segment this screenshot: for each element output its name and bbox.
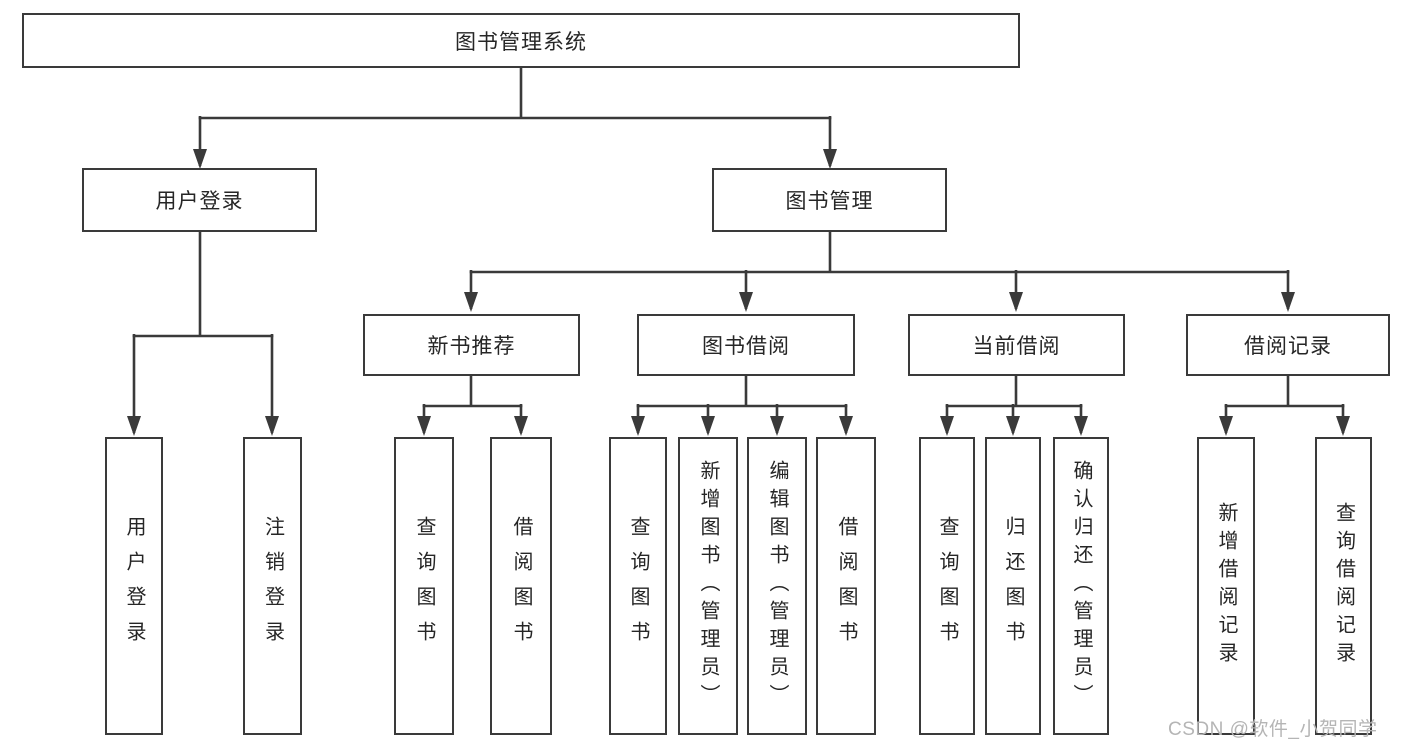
node-book-borrowing: 图书借阅 (637, 314, 855, 376)
leaf-borrow-books: 借阅图书 (816, 437, 876, 735)
leaf-user-login: 用户登录 (105, 437, 163, 735)
leaf-confirm-return-admin: 确认归还（管理员） (1053, 437, 1109, 735)
node-new-book-recommend: 新书推荐 (363, 314, 580, 376)
leaf-query-books-borrowing: 查询图书 (609, 437, 667, 735)
leaf-return-books: 归还图书 (985, 437, 1041, 735)
node-borrowing-records: 借阅记录 (1186, 314, 1390, 376)
leaf-logout: 注销登录 (243, 437, 302, 735)
leaf-query-books-current: 查询图书 (919, 437, 975, 735)
leaf-add-books-admin: 新增图书（管理员） (678, 437, 738, 735)
node-current-borrowing: 当前借阅 (908, 314, 1125, 376)
leaf-borrow-books-recommend: 借阅图书 (490, 437, 552, 735)
csdn-watermark: CSDN @软件_小贺同学 (1168, 719, 1378, 740)
leaf-add-borrow-record: 新增借阅记录 (1197, 437, 1255, 735)
node-system-root: 图书管理系统 (22, 13, 1020, 68)
leaf-query-borrow-record: 查询借阅记录 (1315, 437, 1372, 735)
leaf-edit-books-admin: 编辑图书（管理员） (747, 437, 807, 735)
node-user-login: 用户登录 (82, 168, 317, 232)
leaf-query-books-recommend: 查询图书 (394, 437, 454, 735)
node-book-management: 图书管理 (712, 168, 947, 232)
